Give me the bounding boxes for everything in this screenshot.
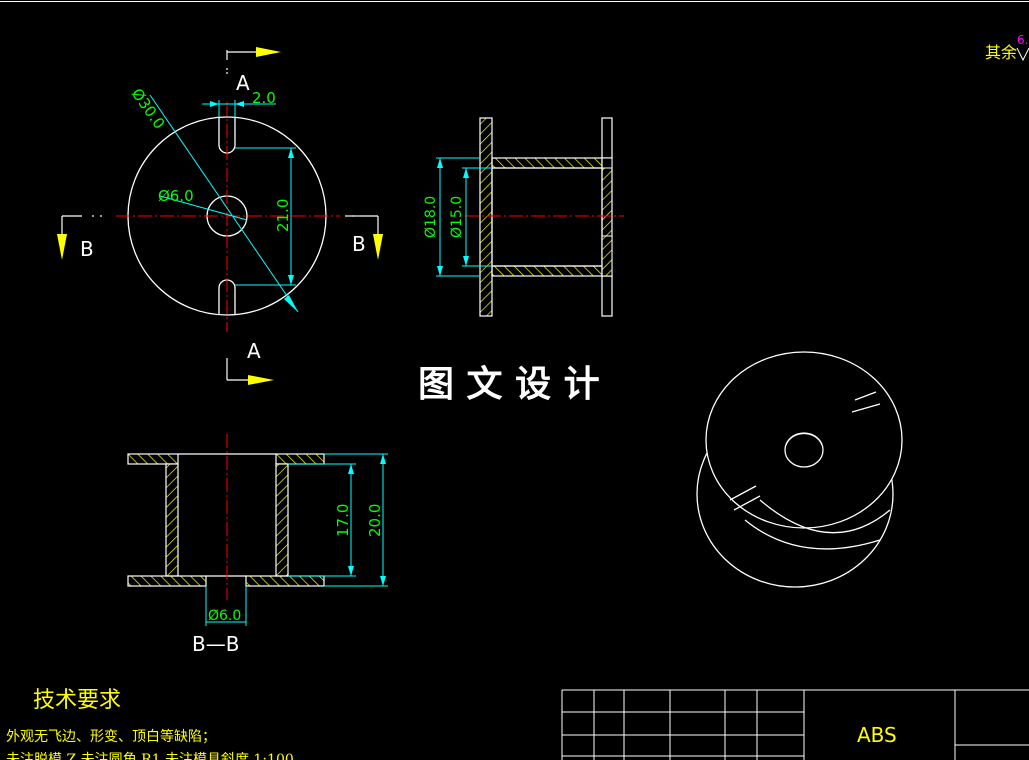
dim-inner-height: 17.0 [334,504,352,537]
label-right-b: B [352,232,366,256]
watermark-text: 图 文 设 计 [418,363,600,405]
technical-requirements: 技术要求 外观无飞边、形变、顶白等缺陷； 未注脱模 Z 未注圆角 R1 未注模具… [6,688,294,760]
title-block [561,689,1029,760]
dim-overall-height: 20.0 [366,504,384,537]
dim-core-diameter: Ø15.0 [449,196,465,238]
section-title: B—B [192,632,239,656]
side-view: Ø18.0 Ø15.0 [423,117,624,317]
tech-req-line-2: 未注脱模 Z 未注圆角 R1 未注模具斜度 1:100 [6,752,294,760]
label-bottom-a: A [247,339,261,363]
roughness-value: 6. [1017,33,1028,47]
label-top-a: A [236,71,250,95]
dim-slot-spacing: 21.0 [274,199,292,232]
dim-flange-diameter: Ø18.0 [423,196,439,238]
section-b-b: 17.0 20.0 Ø6.0 B—B [127,434,388,656]
dim-outer-diameter: Ø30.0 [128,85,169,132]
dim-slot-width: 2.0 [252,89,276,107]
roughness-symbol: 其余 6. [985,33,1029,62]
roughness-note: 其余 [985,43,1017,62]
tech-req-line-1: 外观无飞边、形变、顶白等缺陷； [6,728,216,745]
material-label: ABS [857,723,897,747]
dim-center-hole: Ø6.0 [158,187,194,205]
tech-req-title: 技术要求 [33,688,121,713]
isometric-view [696,351,903,588]
label-left-b: B [80,237,94,261]
top-view: A A B B Ø30.0 Ø6.0 2.0 21.0 [57,47,383,385]
dim-bore-diameter: Ø6.0 [208,608,241,624]
